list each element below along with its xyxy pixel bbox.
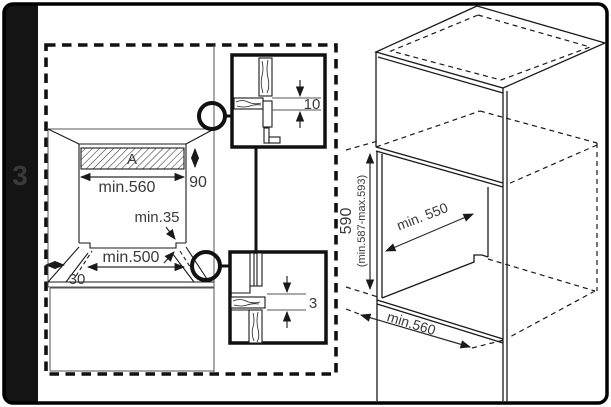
detail-bottom-gap-label: 3 [309, 295, 317, 312]
detail-box-bottom: 3 [228, 250, 328, 345]
cabinet-front-right-edge [502, 88, 508, 401]
lower-cabinet-outline [49, 287, 214, 372]
dim-strip-height-label: 90 [189, 174, 207, 191]
oven-bracket-foot [268, 136, 281, 144]
oven-bracket [263, 127, 270, 144]
wall-outline [47, 128, 214, 288]
ventilation-strip: A [80, 147, 185, 170]
step-number: 3 [12, 160, 28, 191]
side-panel-section [258, 57, 273, 97]
dim-bottom-width: min.500 [86, 249, 186, 272]
dim-top-width-label: min.560 [99, 179, 156, 196]
cabinet-front-top-edge-inner [377, 56, 504, 94]
niche-top-diagonals [47, 128, 215, 145]
dim-corner-clearance-label: min.35 [134, 209, 179, 226]
magnifier-circle-bottom-icon [190, 250, 222, 282]
oven-flange [262, 100, 273, 128]
dim-side-clearance-label: 30 [69, 271, 86, 288]
cabinet-top-face-hidden [389, 14, 592, 81]
dim-niche-height-range-label: (min.587-max.593) [356, 175, 368, 267]
dim-niche-depth-label: min. 550 [394, 199, 450, 233]
door-edge-strip-1 [249, 252, 255, 287]
niche-floor-step [79, 242, 186, 249]
dim-bottom-width-label: min.500 [103, 249, 160, 266]
detail-top-gap-label: 10 [304, 96, 321, 113]
plinth-panel-section [230, 296, 266, 309]
dim-strip-height: 90 [189, 147, 207, 191]
cabinet-hidden-edges [375, 110, 598, 339]
niche-bottom-edge [381, 254, 489, 299]
step-sidebar-bg [4, 4, 38, 403]
area-label: A [127, 151, 137, 168]
ventilation-strip-hatch [80, 147, 185, 170]
cabinet-isometric-view: 590 (min.587-max.593) min. 550 min.560 [338, 5, 607, 401]
niche-left-edge [376, 151, 383, 401]
dim-corner-clearance: min.35 [134, 209, 180, 264]
niche-ceiling-edge [375, 146, 504, 188]
installation-dashed-outline [44, 43, 338, 376]
niche-front-view: A min.560 90 min.35 min.500 30 [44, 45, 215, 373]
door-edge-strip-2 [256, 252, 263, 287]
door-bottom-profile [231, 285, 262, 294]
dim-niche-width-label: min.560 [385, 308, 438, 338]
step-sidebar: 3 [4, 4, 38, 403]
dim-side-clearance: 30 [44, 260, 86, 288]
dim-top-width: min.560 [79, 172, 186, 196]
detail-box-top: 10 [230, 53, 327, 149]
niche-inner-rect [78, 143, 187, 243]
magnifier-circle-top-icon [197, 101, 227, 131]
corner-left-chamfer-dashed [75, 250, 93, 277]
dim-niche-height-label: 590 [338, 208, 355, 235]
lower-panel-section [248, 309, 263, 344]
dim-niche-height: 590 (min.587-max.593) [338, 140, 379, 298]
dim-niche-depth: min. 550 [385, 199, 474, 252]
